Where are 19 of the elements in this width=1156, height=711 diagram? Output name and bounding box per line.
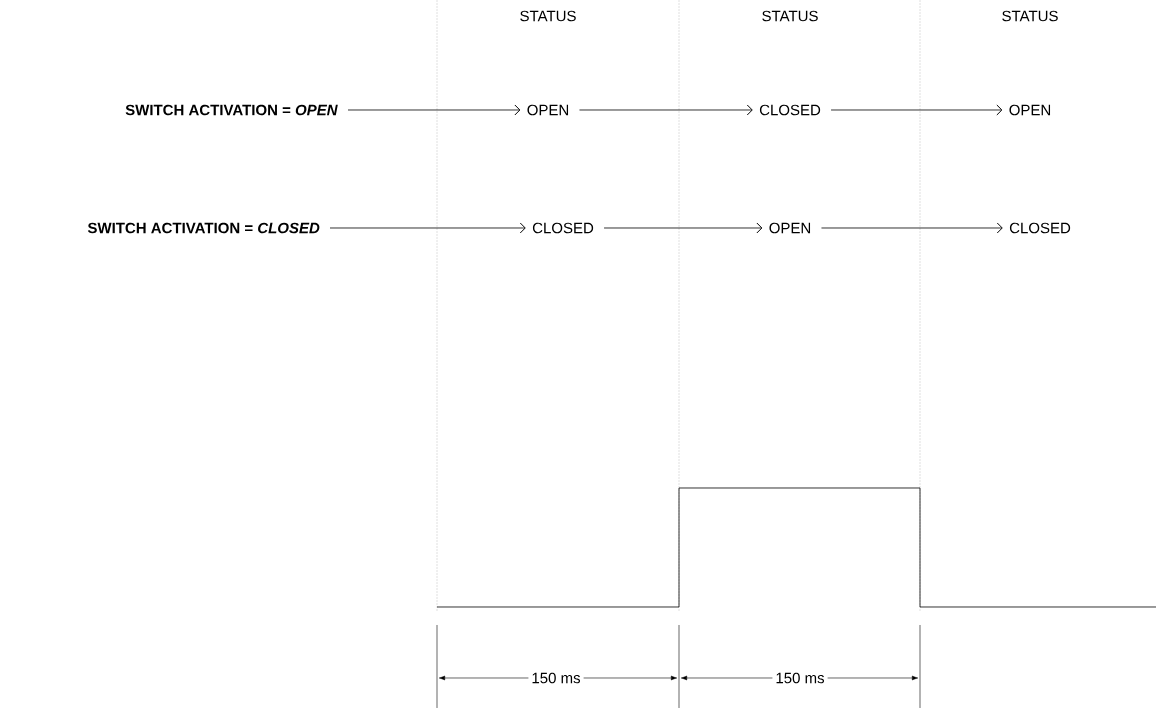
activation-label: SWITCH ACTIVATION = OPEN <box>125 104 338 116</box>
status-label: STATUS <box>1002 10 1058 22</box>
arrow <box>329 222 526 234</box>
state-label: OPEN <box>1009 104 1051 116</box>
state-label: CLOSED <box>532 222 594 234</box>
dimension-label: 150 ms <box>528 669 584 687</box>
arrow <box>821 222 1003 234</box>
state-label: OPEN <box>769 222 811 234</box>
dimension-label: 150 ms <box>772 669 828 687</box>
state-label: CLOSED <box>1009 222 1071 234</box>
status-label: STATUS <box>520 10 576 22</box>
arrow <box>830 104 1003 116</box>
state-label: CLOSED <box>759 104 821 116</box>
status-label: STATUS <box>762 10 818 22</box>
arrow <box>579 104 753 116</box>
state-label: OPEN <box>527 104 569 116</box>
arrow <box>603 222 763 234</box>
arrow <box>347 104 521 116</box>
activation-label: SWITCH ACTIVATION = CLOSED <box>87 222 320 234</box>
